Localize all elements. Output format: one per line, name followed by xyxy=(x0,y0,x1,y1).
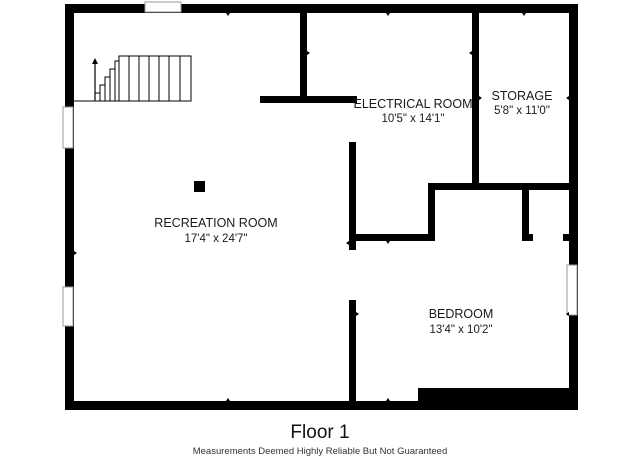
recreation-room-name: RECREATION ROOM xyxy=(154,216,277,230)
storage-name: STORAGE xyxy=(492,89,553,103)
bedroom-name: BEDROOM xyxy=(429,307,494,321)
room-labels: RECREATION ROOM 17'4" x 24'7" ELECTRICAL… xyxy=(154,89,552,336)
window-left-lower xyxy=(62,286,74,327)
electrical-room-name: ELECTRICAL ROOM xyxy=(353,97,472,111)
measurement-disclaimer: Measurements Deemed Highly Reliable But … xyxy=(192,446,448,457)
window-bedroom xyxy=(566,264,578,316)
bedroom-dims: 13'4" x 10'2" xyxy=(429,324,492,336)
window-left-upper xyxy=(62,106,74,149)
recreation-room-dims: 17'4" x 24'7" xyxy=(184,233,247,245)
electrical-room-dims: 10'5" x 14'1" xyxy=(381,113,444,125)
staircase xyxy=(74,55,192,102)
window-top xyxy=(144,1,182,13)
outer-walls xyxy=(65,4,578,410)
support-column xyxy=(194,181,205,192)
interior-walls xyxy=(260,4,578,410)
floor-title: Floor 1 xyxy=(290,422,350,443)
measurement-ticks xyxy=(74,13,569,401)
windows xyxy=(62,1,578,327)
storage-dims: 5'8" x 11'0" xyxy=(494,105,550,117)
